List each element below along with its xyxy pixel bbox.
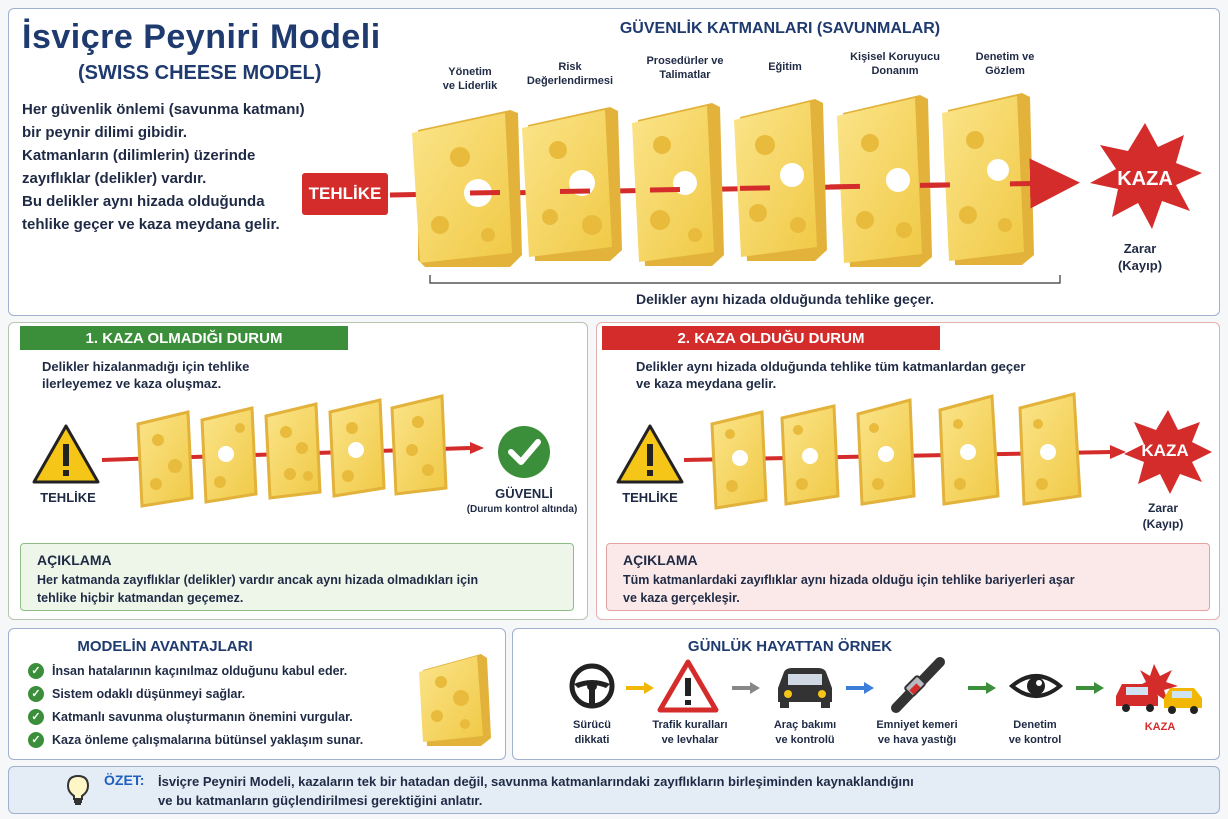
case1-slice-4: [328, 398, 386, 498]
page-title: İsviçre Peyniri Modeli: [22, 18, 381, 56]
case2-diagram: [616, 392, 1212, 510]
case2-description: Delikler aynı hizada olduğunda tehlike t…: [636, 359, 1026, 391]
layers-heading: GÜVENLİK KATMANLARI (SAVUNMALAR): [619, 20, 941, 37]
advantage-item: ✓İnsan hatalarının kaçınılmaz olduğunu k…: [28, 659, 408, 682]
check-icon: ✓: [28, 708, 44, 725]
summary-panel: [8, 766, 1220, 814]
summary-text: İsviçre Peyniri Modeli, kazaların tek bi…: [158, 774, 914, 808]
case2-explanation: AÇIKLAMA Tüm katmanlardaki zayıflıklar a…: [606, 543, 1210, 611]
eye-icon: [1008, 674, 1064, 698]
check-icon: ✓: [28, 685, 44, 702]
case2-loss-label: Zarar(Kayıp): [1142, 501, 1184, 531]
case1-header: 1. KAZA OLMADIĞI DURUM: [20, 326, 348, 350]
case2-slice-5: [1018, 392, 1082, 506]
cheese-slice-4: [734, 99, 827, 261]
cheese-icon: [419, 654, 491, 746]
lightbulb-icon: [66, 774, 90, 805]
example-step-6: KAZA: [1144, 721, 1176, 733]
cheese-slice-1: [412, 110, 522, 267]
case2-slice-1: [710, 410, 768, 510]
steering-wheel-icon: [569, 663, 615, 709]
case1-hazard-label: TEHLİKE: [40, 490, 96, 505]
case1-safe-label: GÜVENLİ: [495, 486, 553, 501]
page-subtitle: (SWISS CHEESE MODEL): [78, 62, 322, 84]
summary-label: ÖZET:: [104, 772, 145, 788]
case1-slice-5: [390, 394, 448, 496]
hazard-tag-top: TEHLİKE: [302, 173, 388, 215]
car-icon: [778, 668, 832, 708]
advantages-list: ✓İnsan hatalarının kaçınılmaz olduğunu k…: [28, 659, 408, 751]
example-icons: [569, 657, 1202, 714]
case2-slice-2: [780, 404, 840, 506]
case1-slice-3: [264, 402, 322, 500]
check-icon: ✓: [28, 731, 44, 748]
intro-text: Her güvenlik önlemi (savunma katmanı) bi…: [22, 101, 305, 233]
kaza-starburst-2: [1124, 410, 1212, 494]
layer-label-training: Eğitim: [768, 61, 802, 73]
cheese-slice-6: [942, 93, 1034, 265]
warning-triangle-icon: [616, 424, 684, 484]
example-heading: GÜNLÜK HAYATTAN ÖRNEK: [687, 638, 893, 655]
loss-label-top: Zarar(Kayıp): [1117, 241, 1163, 273]
kaza-starburst: [1090, 123, 1202, 229]
example-arrow-4: [968, 682, 996, 694]
advantage-item: ✓Sistem odaklı düşünmeyi sağlar.: [28, 682, 408, 705]
case1-slice-1: [136, 410, 194, 508]
check-circle-icon: [498, 426, 550, 478]
check-icon: ✓: [28, 662, 44, 679]
case1-slice-2: [200, 406, 258, 504]
example-arrow-5: [1076, 682, 1104, 694]
warning-sign-icon: [657, 659, 719, 713]
case2-slice-3: [856, 398, 916, 506]
advantage-item: ✓Kaza önleme çalışmalarına bütünsel yakl…: [28, 728, 408, 751]
top-diagram: [389, 93, 1202, 284]
car-crash-icon: [1116, 664, 1202, 714]
top-caption: Delikler aynı hizada olduğunda tehlike g…: [636, 291, 934, 307]
advantages-heading: MODELİN AVANTAJLARI: [77, 638, 253, 655]
example-arrow-3: [846, 682, 874, 694]
example-arrow-2: [732, 682, 760, 694]
case2-slice-4: [938, 394, 1000, 506]
case1-safe-note: (Durum kontrol altında): [466, 504, 578, 515]
case2-accident-label: KAZA: [1141, 441, 1189, 460]
case1-explanation: AÇIKLAMA Her katmanda zayıflıklar (delik…: [20, 543, 574, 611]
seatbelt-icon: [891, 657, 945, 713]
cheese-slice-3: [632, 103, 724, 266]
case2-hazard-label: TEHLİKE: [622, 490, 678, 505]
cheese-slice-2: [522, 107, 622, 261]
case2-header: 2. KAZA OLDUĞU DURUM: [602, 326, 940, 350]
accident-label-top: KAZA: [1117, 168, 1173, 190]
cheese-slice-5: [837, 95, 932, 267]
warning-triangle-icon: [32, 424, 100, 484]
example-panel: [512, 628, 1220, 760]
advantage-item: ✓Katmanlı savunma oluşturmanın önemini v…: [28, 705, 408, 728]
case1-diagram: [32, 394, 550, 508]
example-arrow-1: [626, 682, 654, 694]
